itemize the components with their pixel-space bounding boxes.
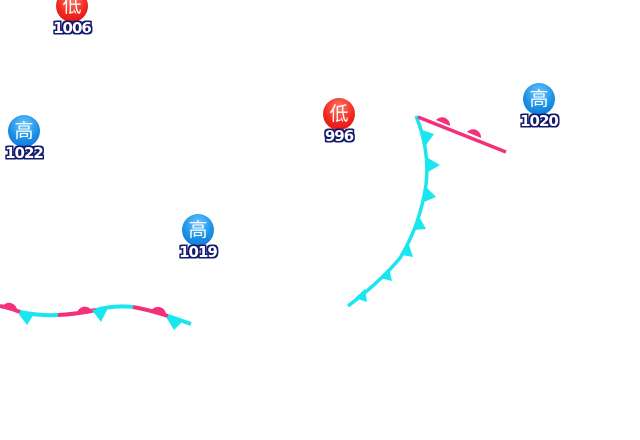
high-pressure-icon: 高 (182, 214, 214, 246)
high-pressure-icon: 高 (8, 115, 40, 147)
cold-front-barb-icon (355, 289, 367, 302)
pressure-center-high-1019: 高 1019 (168, 214, 228, 261)
pressure-value: 1006 (53, 19, 92, 37)
cold-front-barb-icon (414, 218, 426, 230)
cold-front-barb-icon (402, 245, 413, 257)
warm-front-bump-icon (467, 129, 482, 138)
low-pressure-icon: 低 (56, 0, 88, 22)
high-pressure-icon: 高 (523, 83, 555, 115)
pressure-center-high-1022: 高 1022 (0, 115, 54, 162)
cold-front-barb-icon (380, 268, 392, 281)
pressure-value: 996 (324, 127, 354, 145)
cold-front-barb-icon (422, 130, 434, 145)
warm-front-bump-icon (151, 306, 167, 315)
cold-front (346, 115, 440, 308)
pressure-value: 1019 (179, 243, 218, 261)
cold-front-barb-icon (424, 188, 436, 202)
pressure-center-high-1020: 高 1020 (509, 83, 569, 130)
warm-front-bump-icon (2, 302, 17, 310)
stationary-front (0, 302, 192, 330)
pressure-center-low-1006: 低 1006 (42, 0, 102, 37)
pressure-value: 1022 (5, 144, 44, 162)
cold-front-barb-icon (18, 313, 34, 325)
low-pressure-icon: 低 (323, 98, 355, 130)
cold-front-barb-icon (428, 158, 440, 172)
pressure-center-low-996: 低 996 (309, 98, 369, 145)
warm-front-bump-icon (436, 117, 451, 126)
cold-front-barb-icon (166, 317, 183, 330)
warm-front (417, 115, 507, 154)
pressure-value: 1020 (520, 112, 559, 130)
cold-front-barb-icon (92, 308, 108, 322)
warm-front-bump-icon (77, 306, 92, 313)
